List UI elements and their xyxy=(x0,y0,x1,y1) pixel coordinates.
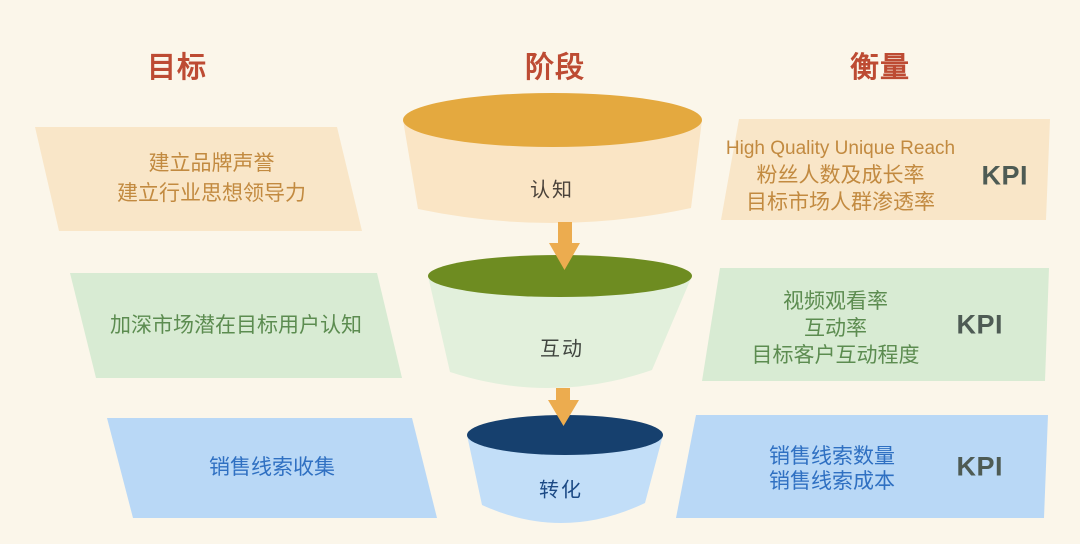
goal-line: 销售线索收集 xyxy=(209,456,335,479)
goal-card-conversion: 销售线索收集 xyxy=(107,418,437,518)
stage-label-conversion: 转化 xyxy=(539,477,583,502)
measure-line: 互动率 xyxy=(804,317,867,340)
measure-card-awareness: High Quality Unique Reach 粉丝人数及成长率 目标市场人… xyxy=(721,119,1050,220)
measure-line: 销售线索成本 xyxy=(769,469,895,493)
goal-card-awareness: 建立品牌声誉 建立行业思想领导力 xyxy=(35,127,362,231)
funnel-engagement-top-ellipse xyxy=(428,255,692,297)
measure-line: 视频观看率 xyxy=(783,290,888,313)
funnel-awareness-body xyxy=(403,120,702,224)
column-header-stages: 阶段 xyxy=(524,52,586,84)
goal-card-awareness-shape xyxy=(35,127,362,231)
goal-card-awareness-text: 建立品牌声誉 建立行业思想领导力 xyxy=(35,127,362,231)
measure-line: High Quality Unique Reach xyxy=(725,138,956,159)
measure-line: 销售线索数量 xyxy=(769,444,895,468)
funnel-engagement-body xyxy=(428,276,692,389)
down-arrow-icon xyxy=(549,222,580,270)
measure-card-engagement: 视频观看率 互动率 目标客户互动程度 KPI xyxy=(702,268,1049,381)
kpi-badge: KPI xyxy=(956,309,1003,339)
down-arrow-icon xyxy=(548,388,579,426)
stage-label-engagement: 互动 xyxy=(540,336,584,361)
goal-card-conversion-shape xyxy=(107,418,437,518)
funnel-awareness-top-ellipse xyxy=(403,93,702,147)
goal-line: 加深市场潜在目标用户认知 xyxy=(110,313,362,337)
goal-card-engagement: 加深市场潜在目标用户认知 xyxy=(70,273,402,378)
column-header-measures: 衡量 xyxy=(849,52,911,84)
goal-line: 建立行业思想领导力 xyxy=(117,182,306,205)
funnel-conversion-top-ellipse xyxy=(467,415,663,455)
goal-line: 建立品牌声誉 xyxy=(148,152,275,175)
measure-card-awareness-text: High Quality Unique Reach 粉丝人数及成长率 目标市场人… xyxy=(721,119,960,220)
funnel-conversion-body xyxy=(467,435,663,524)
column-header-goals: 目标 xyxy=(146,52,208,84)
measure-card-conversion: 销售线索数量 销售线索成本 KPI xyxy=(676,415,1048,518)
kpi-badge: KPI xyxy=(981,160,1028,191)
measure-card-awareness-shape xyxy=(721,119,1050,220)
goal-card-engagement-shape xyxy=(70,273,402,378)
measure-line: 目标市场人群渗透率 xyxy=(746,191,935,214)
measure-card-engagement-shape xyxy=(702,268,1049,381)
measure-card-conversion-text: 销售线索数量 销售线索成本 xyxy=(676,415,988,518)
measure-card-conversion-shape xyxy=(676,415,1048,518)
goal-card-engagement-text: 加深市场潜在目标用户认知 xyxy=(70,273,402,378)
kpi-badge: KPI xyxy=(956,451,1003,481)
measure-line: 粉丝人数及成长率 xyxy=(756,164,925,187)
goal-card-conversion-text: 销售线索收集 xyxy=(107,418,437,518)
measure-card-engagement-text: 视频观看率 互动率 目标客户互动程度 xyxy=(702,268,969,381)
measure-line: 目标客户互动程度 xyxy=(751,344,920,367)
stage-label-awareness: 认知 xyxy=(530,177,574,202)
